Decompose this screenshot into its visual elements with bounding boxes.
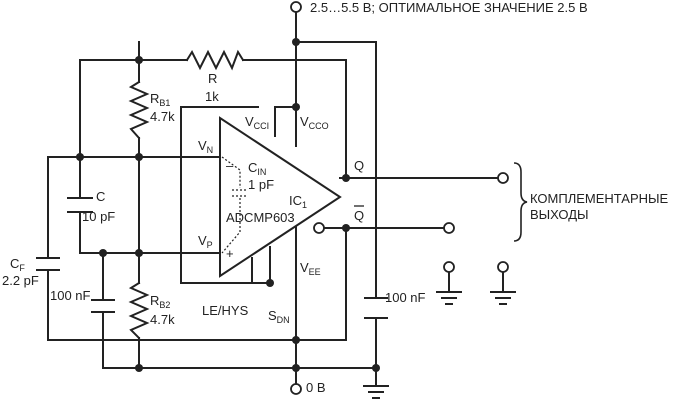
ground-symbol-bottom — [363, 385, 389, 399]
resistor-rb1 — [128, 80, 150, 140]
ic-name: IC1 — [289, 193, 307, 210]
ground-symbol-output-2 — [490, 271, 516, 305]
cin-internal-capacitor — [221, 156, 248, 254]
vcci-label: VCCI — [245, 114, 269, 131]
r-name: R — [208, 71, 217, 86]
comparator-triangle — [219, 116, 342, 278]
capacitor-cf — [36, 257, 60, 271]
capacitor-100nf-right — [364, 297, 388, 319]
outputs-label-line1: КОМПЛЕМЕНТАРНЫЕ — [530, 191, 669, 206]
supply-terminal — [290, 1, 302, 13]
ground-symbol-output-1 — [436, 271, 462, 305]
output-brace — [513, 162, 528, 242]
ic-part: ADCMP603 — [226, 210, 295, 225]
q-output-terminal — [497, 172, 509, 184]
r-value: 1k — [205, 89, 219, 104]
c100-left-value: 100 nF — [50, 288, 91, 303]
resistor-r — [185, 49, 245, 71]
c-value: 10 pF — [82, 209, 115, 224]
ground-terminal — [290, 383, 302, 395]
qbar-output-terminal — [443, 222, 455, 234]
q-label: Q — [354, 158, 364, 173]
cin-label: CIN — [248, 160, 266, 177]
cf-label: CF — [10, 256, 25, 273]
vn-label: VN — [198, 138, 213, 155]
c-name: C — [96, 189, 105, 204]
vee-label: VEE — [300, 260, 321, 277]
resistor-rb2 — [128, 281, 150, 340]
rb1-label: RB1 — [150, 91, 170, 108]
ground-terminal-output-1 — [443, 261, 455, 273]
ground-label: 0 В — [306, 380, 326, 395]
rb2-label: RB2 — [150, 293, 170, 310]
cf-value: 2.2 pF — [2, 273, 39, 288]
qbar-label: Q — [354, 208, 364, 223]
vcco-label: VCCO — [300, 114, 329, 131]
sdn-label: SDN — [268, 308, 290, 325]
cin-value: 1 pF — [248, 177, 274, 192]
rb1-value: 4.7k — [150, 109, 175, 124]
junction-dots — [76, 38, 380, 372]
lehys-label: LE/HYS — [202, 303, 249, 318]
c100-right-value: 100 nF — [385, 290, 426, 305]
supply-label: 2.5…5.5 В; ОПТИМАЛЬНОЕ ЗНАЧЕНИЕ 2.5 В — [310, 0, 588, 15]
capacitor-c — [67, 197, 93, 213]
vp-label: VP — [198, 233, 213, 250]
rb2-value: 4.7k — [150, 312, 175, 327]
minus-sign: – — [226, 158, 234, 173]
outputs-label-line2: ВЫХОДЫ — [530, 207, 589, 222]
ground-terminal-output-2 — [497, 261, 509, 273]
qbar-inversion-bubble — [313, 222, 325, 234]
plus-sign: + — [226, 246, 234, 261]
capacitor-100nf-left — [91, 299, 115, 313]
